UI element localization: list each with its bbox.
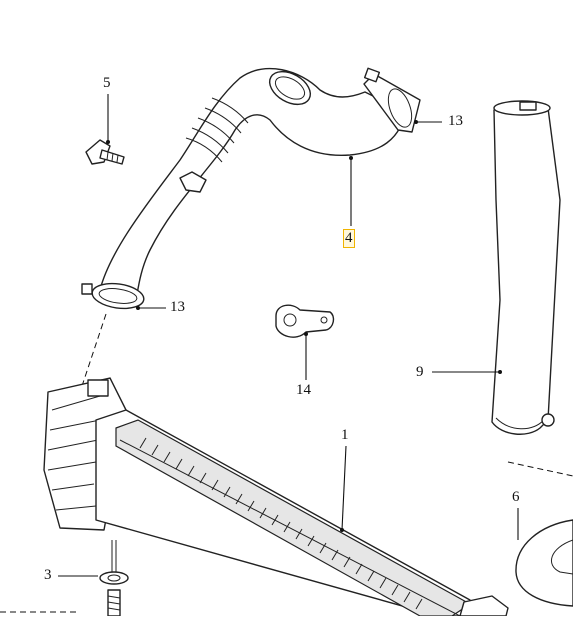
callout-3[interactable]: 3 bbox=[44, 567, 52, 583]
leader-lines bbox=[58, 94, 519, 577]
callout-13-upper[interactable]: 13 bbox=[448, 113, 463, 129]
callout-6[interactable]: 6 bbox=[512, 489, 520, 505]
callout-9[interactable]: 9 bbox=[416, 364, 424, 380]
callout-4[interactable]: 4 bbox=[343, 229, 355, 248]
callout-5[interactable]: 5 bbox=[103, 75, 111, 91]
callout-13-lower[interactable]: 13 bbox=[170, 299, 185, 315]
component-part-6[interactable] bbox=[515, 519, 573, 607]
callout-14[interactable]: 14 bbox=[296, 382, 311, 398]
alignment-line bbox=[507, 461, 573, 477]
hose-part-9[interactable] bbox=[491, 100, 561, 435]
callout-1[interactable]: 1 bbox=[341, 427, 349, 443]
washer-part-3[interactable] bbox=[99, 571, 129, 617]
intake-hose-part-4[interactable] bbox=[81, 65, 421, 312]
intercooler-part-1[interactable] bbox=[43, 377, 509, 617]
bracket-part-14[interactable] bbox=[275, 304, 335, 338]
alignment-line bbox=[81, 313, 107, 387]
bolt-part-5[interactable] bbox=[85, 139, 125, 165]
